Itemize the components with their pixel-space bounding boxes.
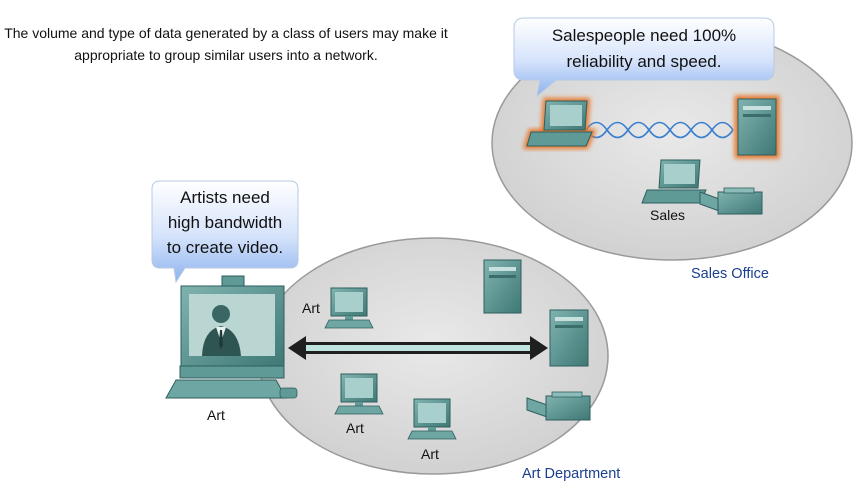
sales-office-label: Sales Office: [691, 266, 769, 282]
sales-callout-line-2: reliability and speed.: [566, 52, 722, 71]
video-person-icon: [202, 305, 241, 356]
art-printer-icon[interactable]: [526, 391, 591, 421]
sales-laptop-icon[interactable]: [523, 98, 597, 149]
video-workstation-icon[interactable]: [165, 275, 298, 399]
sales-device-label: Sales: [650, 207, 686, 223]
art-callout-line-1: Artists need: [180, 188, 270, 207]
art-server-1-icon[interactable]: [483, 259, 522, 314]
bandwidth-arrow: [288, 336, 548, 360]
sales-laptop-2-icon[interactable]: [641, 159, 707, 204]
sales-callout-line-1: Salespeople need 100%: [551, 26, 737, 45]
sales-callout-text: Salespeople need 100% reliability and sp…: [514, 24, 774, 80]
art-server-2-icon[interactable]: [549, 309, 589, 367]
art-label-video-workstation: Art: [207, 407, 225, 423]
art-callout: [151, 180, 299, 284]
art-label-desktop-1: Art: [302, 300, 320, 316]
intro-text: The volume and type of data generated by…: [4, 25, 448, 63]
art-desktop-3-icon[interactable]: [407, 398, 457, 440]
art-callout-line-3: to create video.: [166, 238, 284, 257]
art-desktop-1-icon[interactable]: [324, 287, 374, 329]
art-department-label: Art Department: [522, 466, 621, 482]
art-desktop-2-icon[interactable]: [334, 373, 384, 415]
art-callout-line-2: high bandwidth: [167, 213, 283, 232]
art-label-desktop-2: Art: [346, 420, 364, 436]
sales-server-icon[interactable]: [734, 95, 780, 159]
art-callout-text: Artists need high bandwidth to create vi…: [152, 186, 298, 268]
sales-printer-icon[interactable]: [699, 187, 763, 215]
sales-callout: [513, 17, 775, 98]
art-label-desktop-3: Art: [421, 446, 439, 462]
wireless-link: [585, 121, 734, 139]
